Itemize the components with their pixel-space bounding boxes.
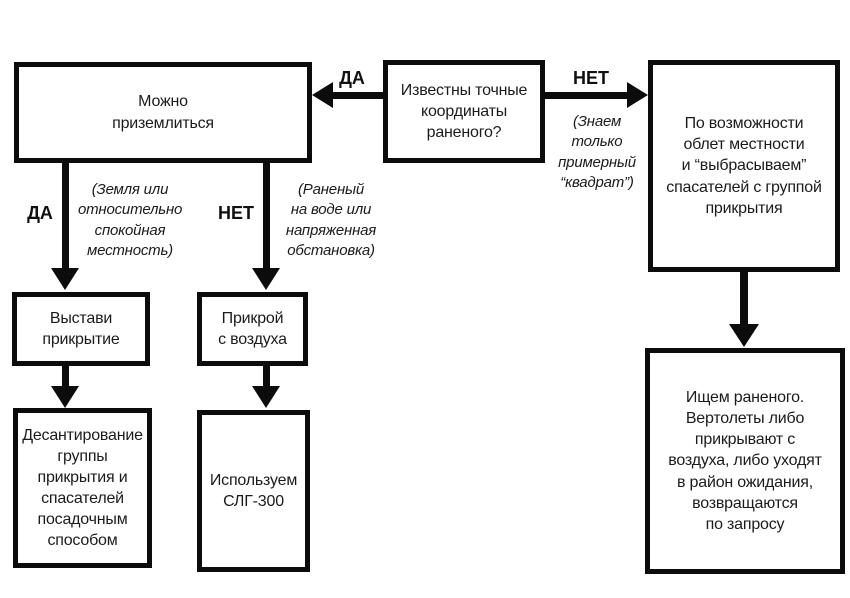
edge-label-no-top: НЕТ — [573, 68, 609, 88]
arrowhead-down-icon — [729, 324, 759, 347]
arrowhead-right-icon — [627, 82, 648, 108]
note-water-or-tension: (Раненый на воде или напряженная обстано… — [285, 181, 377, 259]
edge-no-mid-line — [263, 163, 270, 270]
arrowhead-down-icon — [252, 386, 280, 408]
arrowhead-left-icon — [312, 82, 333, 108]
edge-label-yes-top: ДА — [339, 68, 365, 88]
note-approx-square: (Знаем только примерный “квадрат”) — [558, 113, 636, 191]
node-search-for-wounded: Ищем раненого. Вертолеты либо прикрывают… — [645, 348, 845, 574]
node-set-up-cover: Выстави прикрытие — [12, 292, 150, 366]
arrowhead-down-icon — [252, 268, 280, 290]
node-cover-from-air: Прикрой с воздуха — [197, 292, 308, 366]
edge-cover-landing-line — [62, 366, 69, 388]
node-can-land: Можно приземлиться — [14, 62, 312, 163]
node-use-slg-300: Используем СЛГ-300 — [197, 410, 310, 572]
edge-overfly-search-line — [740, 272, 748, 326]
edge-no-top-line — [545, 92, 629, 99]
node-overfly-drop-rescuers: По возможности облет местности и “выбрас… — [648, 60, 840, 272]
note-calm-terrain: (Земля или относительно спокойная местно… — [78, 181, 183, 259]
edge-yes-left-line — [62, 163, 69, 270]
node-known-coordinates: Известны точные координаты раненого? — [383, 60, 545, 163]
arrowhead-down-icon — [51, 386, 79, 408]
edge-air-slg-line — [263, 366, 270, 388]
node-landing-method-deployment: Десантирование группы прикрытия и спасат… — [13, 408, 152, 568]
edge-label-no-mid: НЕТ — [218, 203, 254, 223]
edge-yes-top-line — [330, 92, 383, 99]
arrowhead-down-icon — [51, 268, 79, 290]
edge-label-yes-left: ДА — [27, 203, 53, 223]
